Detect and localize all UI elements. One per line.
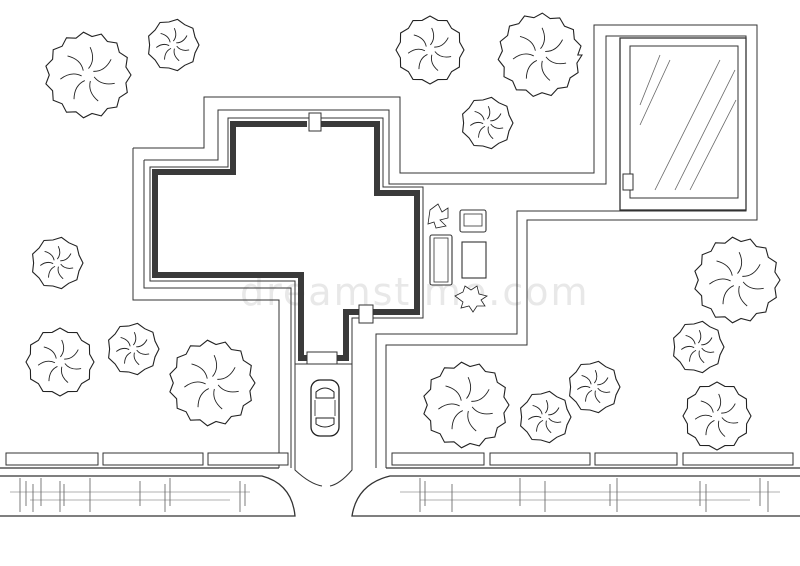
tree-icon [462,96,514,150]
car-icon [310,379,340,437]
tree-icon [45,31,132,119]
tree-icon [520,390,572,444]
hedge [391,452,485,466]
hedge [207,452,289,466]
sidewalk-hatching [10,478,780,512]
hedge [5,452,99,466]
tree-icon [682,381,752,451]
driveway [294,364,353,487]
trees [25,12,781,451]
tree-icon [423,361,510,449]
hedge [594,452,678,466]
garage-door [306,351,338,365]
house [149,112,424,365]
sofa-icon [429,234,453,286]
coffee-table-icon [461,241,487,279]
garden-paths [132,24,758,468]
tree-icon [395,15,465,85]
tree-icon [694,236,781,324]
pool-icon [619,37,747,211]
hedge [489,452,591,466]
front-door [308,112,322,132]
tree-icon [148,18,200,72]
tree-icon [497,12,583,98]
hedge [682,452,794,466]
tree-icon [108,322,160,376]
hedge [102,452,204,466]
patio [427,203,488,313]
pool-ladder [622,173,634,191]
side-door [358,304,374,324]
armchair-icon [459,209,487,233]
tree-icon [25,327,95,397]
tree-icon [569,360,621,414]
plant-icon [454,285,488,313]
tree-icon [169,339,256,427]
hedges [5,452,794,466]
tree-icon [32,236,84,290]
tree-icon [673,320,725,374]
plant-icon [427,203,449,229]
road [0,467,800,517]
